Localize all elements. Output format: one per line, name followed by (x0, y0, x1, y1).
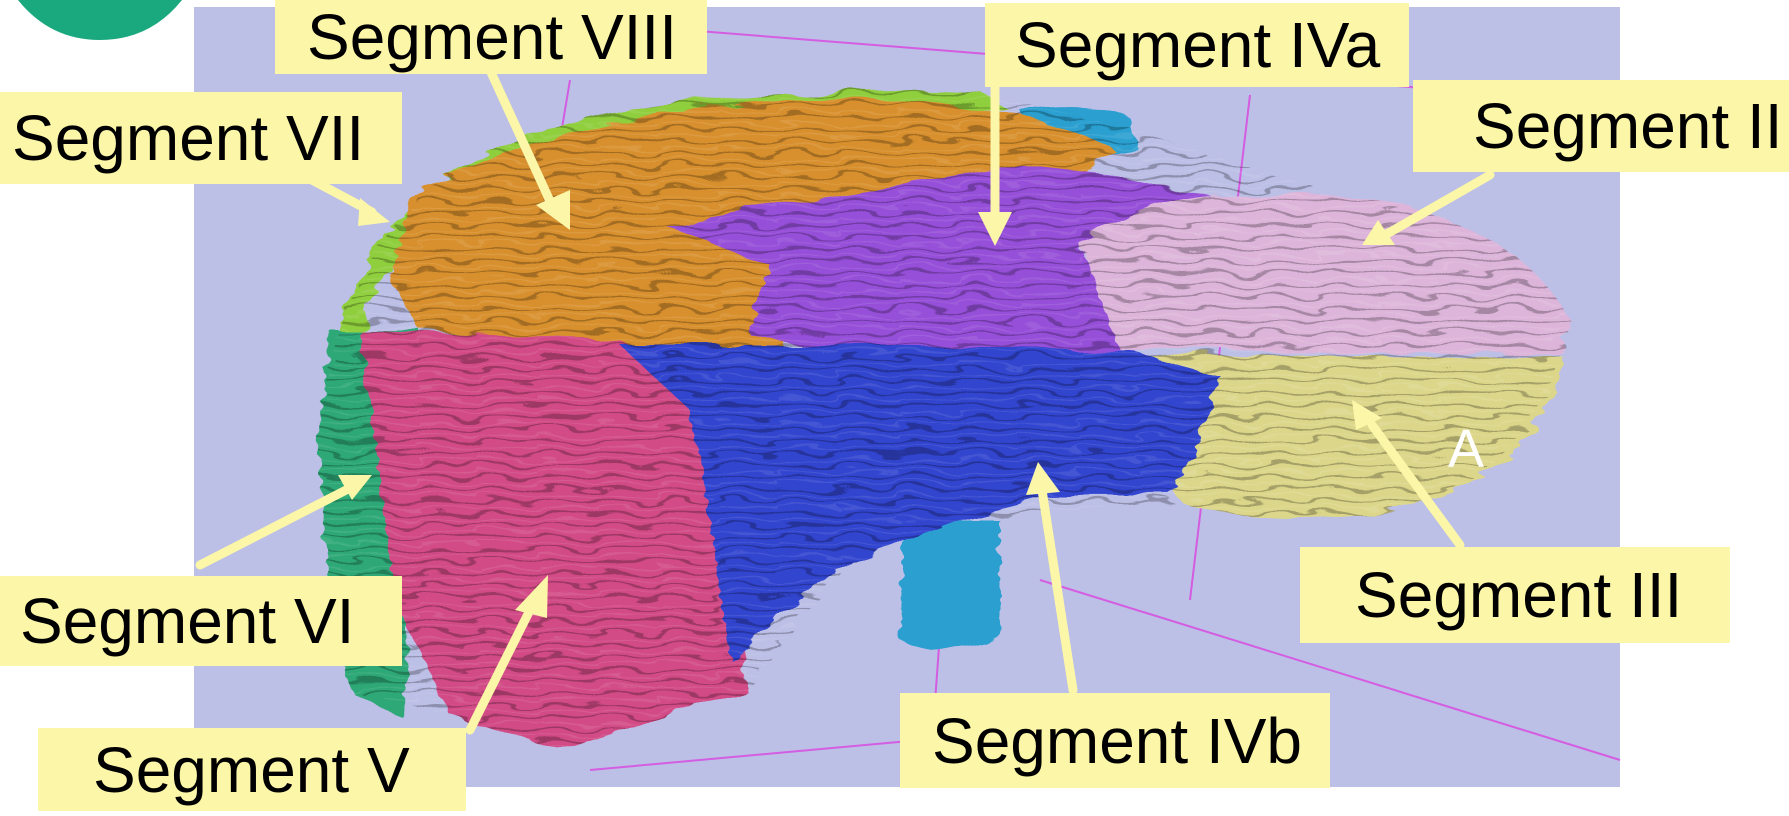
label-segment-iii: Segment III (1300, 547, 1730, 643)
label-segment-ii: Segment II (1413, 80, 1789, 172)
label-segment-v: Segment V (38, 728, 466, 811)
label-segment-viii: Segment VIII (275, 0, 707, 74)
label-segment-vi: Segment VI (0, 576, 402, 666)
label-segment-iva: Segment IVa (985, 3, 1409, 87)
pointer-arrows (195, 65, 1495, 735)
vessel-bottom (900, 520, 1000, 650)
orientation-marker: A (1448, 419, 1485, 479)
label-segment-ivb: Segment IVb (900, 693, 1330, 788)
logo-icon (18, 0, 182, 40)
label-segment-vii: Segment VII (0, 92, 402, 184)
surface-texture (319, 90, 1570, 750)
